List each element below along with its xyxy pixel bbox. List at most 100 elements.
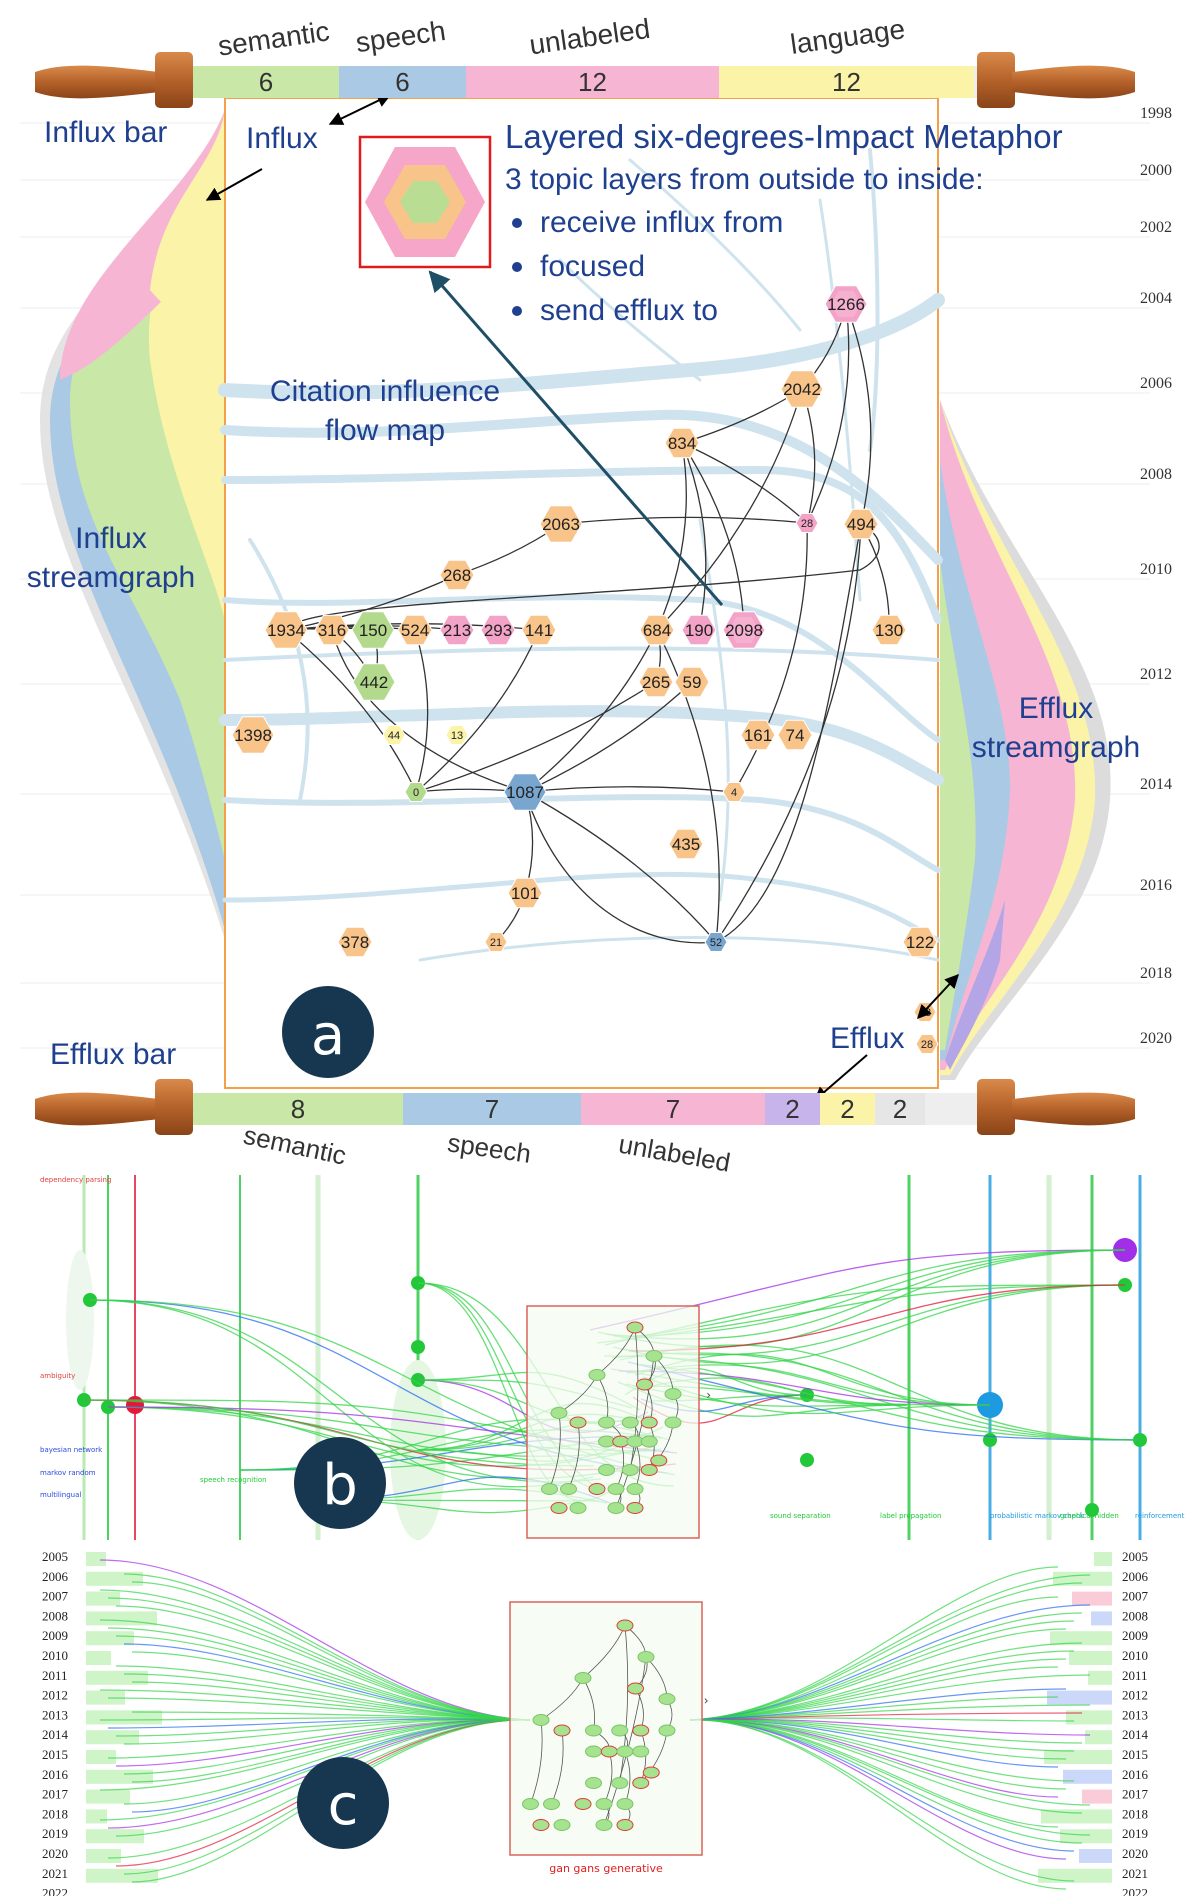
citation-edge	[715, 523, 862, 943]
efflux-streamgraph	[940, 400, 1111, 1080]
node-101: 101	[507, 877, 543, 909]
node-hexagon	[351, 611, 395, 649]
year-label-right: 2012	[1122, 1688, 1148, 1703]
focus-node	[626, 1502, 644, 1514]
bottom-right-handle	[977, 1079, 1135, 1135]
focus-node	[600, 1745, 618, 1758]
node-hexagon	[795, 513, 819, 533]
node-hexagon	[843, 508, 879, 540]
influence-flow	[619, 1344, 1141, 1441]
node-hexagon	[404, 782, 428, 802]
focus-node	[616, 1798, 634, 1810]
year-bar-left	[86, 1730, 139, 1745]
focus-node	[522, 1798, 539, 1810]
panel-c-badge	[297, 1757, 389, 1849]
node-label: 2063	[542, 515, 580, 534]
year-label-left: 2006	[42, 1569, 69, 1584]
topic-segment	[719, 66, 974, 98]
topic-label: multilingual	[40, 1491, 81, 1499]
topic-label: bayesian network	[40, 1446, 103, 1454]
citation-edge	[524, 791, 717, 943]
node-label: 28	[801, 518, 813, 530]
topic-count: 2	[840, 1094, 854, 1124]
node-label: 1398	[234, 726, 272, 745]
node-268: 268	[439, 559, 475, 591]
year-label-left: 2018	[42, 1806, 68, 1821]
node-hexagon	[382, 725, 406, 745]
focus-node	[616, 1819, 634, 1831]
citation-edge	[524, 681, 693, 793]
citation-edge	[681, 442, 745, 631]
year-bar-left	[86, 1651, 111, 1665]
node-122: 122	[902, 926, 938, 958]
citation-edge	[285, 574, 458, 631]
influence-flow	[107, 1597, 531, 1721]
influx-bar-label: Influx bar	[44, 116, 167, 149]
influx-streamgraph-label-2: streamgraph	[27, 561, 195, 594]
topic-dot	[411, 1340, 425, 1354]
node-label: 74	[786, 726, 805, 745]
citation-edge	[656, 629, 720, 943]
topic-count: 6	[395, 67, 409, 97]
node-hexagon	[668, 828, 704, 860]
year-label-left: 2016	[42, 1767, 69, 1782]
node-label: 834	[668, 434, 696, 453]
node-hexagon	[521, 614, 557, 646]
influence-flow	[689, 1719, 1075, 1882]
node-label: 13	[919, 1007, 931, 1019]
node-130: 130	[871, 614, 907, 646]
chevron-right-icon: ›	[706, 1388, 711, 1402]
citation-edge	[524, 791, 717, 944]
focus-node	[632, 1777, 650, 1789]
year-label-right: 2015	[1122, 1747, 1148, 1762]
efflux-arrow	[813, 1054, 868, 1101]
focus-edge	[629, 1327, 639, 1471]
node-hexagon	[871, 614, 907, 646]
metaphor-legend-icon	[358, 135, 492, 269]
topic-segment	[193, 66, 339, 98]
year-label: 2016	[1140, 877, 1172, 894]
focus-node	[621, 1464, 639, 1476]
focus-node	[569, 1502, 587, 1514]
node-150: 150	[351, 611, 395, 649]
focus-node	[636, 1378, 653, 1391]
year-label-right: 2011	[1122, 1668, 1148, 1683]
bullet-efflux: send efflux to	[540, 294, 718, 327]
panel-b-focus-graph: ›	[541, 1321, 711, 1514]
year-label-left: 2008	[42, 1608, 68, 1623]
topic-dot	[800, 1453, 814, 1467]
year-label-right: 2014	[1122, 1727, 1149, 1742]
node-label: 101	[511, 884, 539, 903]
topic-label: speech recognition	[200, 1476, 267, 1484]
citation-edge	[415, 629, 540, 793]
topic-label: markov random	[40, 1469, 96, 1477]
influence-flow	[689, 1719, 1059, 1828]
influence-flow	[89, 1299, 594, 1488]
year-bar-right	[1044, 1750, 1112, 1764]
topic-label: reinforcement	[1135, 1512, 1185, 1520]
metaphor-subtitle: 3 topic layers from outside to inside:	[505, 163, 984, 196]
efflux-label: Efflux	[830, 1022, 905, 1055]
topic-count: 7	[666, 1094, 680, 1124]
panel-b-label: b	[322, 1453, 358, 1518]
citation-edge	[524, 629, 658, 793]
focus-edge	[568, 1422, 580, 1490]
bullet-focused: focused	[540, 250, 645, 283]
node-label: 378	[341, 933, 369, 952]
citation-edge	[656, 388, 803, 631]
year-label-left: 2021	[42, 1866, 68, 1881]
focus-node	[611, 1724, 629, 1737]
influence-flow	[123, 1719, 531, 1805]
year-label-right: 2009	[1122, 1628, 1148, 1643]
year-label-left: 2019	[42, 1826, 68, 1841]
focus-node	[553, 1724, 571, 1737]
focus-node	[637, 1651, 655, 1663]
metaphor-title: Layered six-degrees-Impact Metaphor	[505, 118, 1063, 155]
node-2098: 2098	[722, 611, 766, 649]
focus-node	[595, 1798, 613, 1810]
metaphor-bullets: receive influx from focused send efflux …	[512, 206, 783, 327]
panel-c-focus-graph: ›	[522, 1619, 709, 1831]
node-13: 13	[913, 1002, 937, 1022]
